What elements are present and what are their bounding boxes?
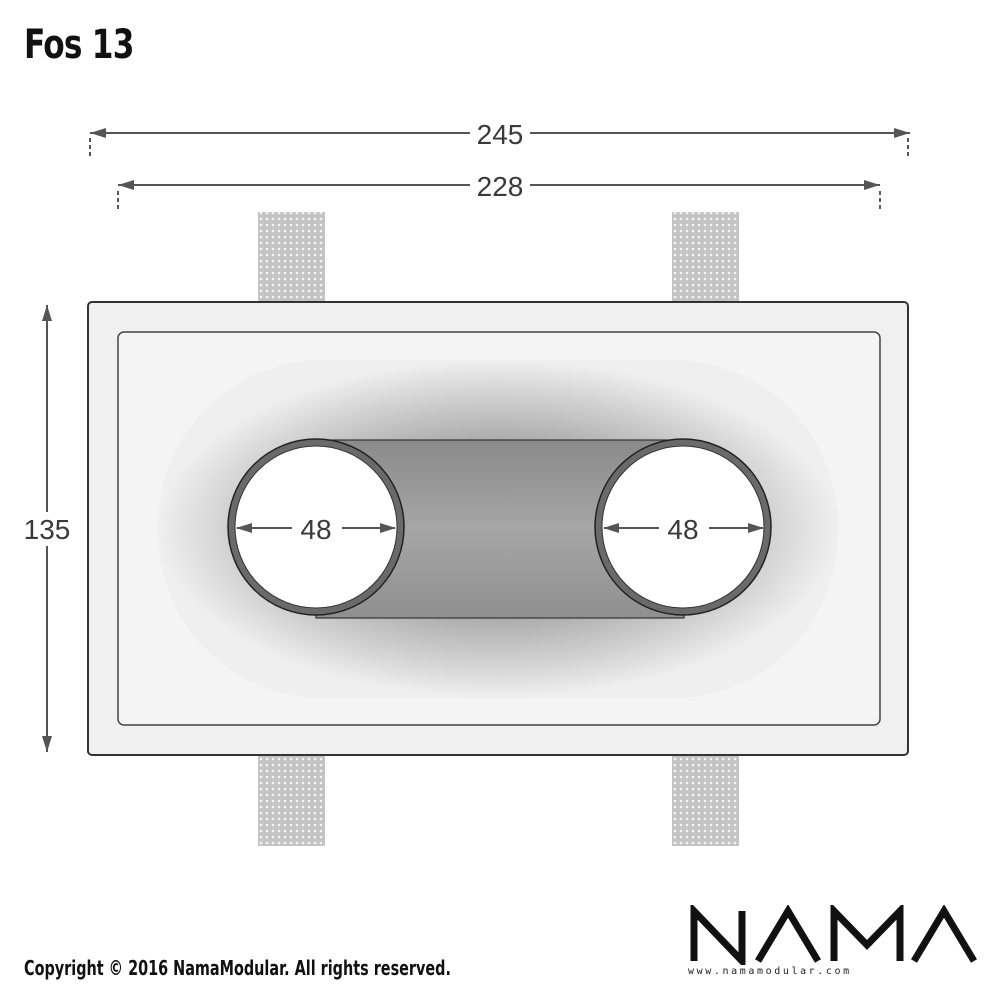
arrow-head-right <box>864 180 880 190</box>
dimension-label-height: 135 <box>24 514 71 545</box>
mounting-tab-top-left <box>258 212 325 304</box>
dimension-label-inner-width: 228 <box>477 171 524 202</box>
dimension-label-outer-width: 245 <box>477 119 524 150</box>
arrow-head-left <box>603 523 619 533</box>
hole-right <box>601 445 765 609</box>
arrow-head-down <box>42 736 52 752</box>
product-title: Fos 13 <box>24 22 134 68</box>
hole-left <box>234 445 398 609</box>
arrow-head-right <box>894 128 910 138</box>
dimension-label-hole-left: 48 <box>300 514 331 545</box>
arrow-head-left <box>90 128 106 138</box>
nama-logo <box>690 905 978 965</box>
dimension-label-hole-right: 48 <box>667 514 698 545</box>
arrow-head-up <box>42 305 52 321</box>
copyright-notice: Copyright © 2016 NamaModular. All rights… <box>24 956 451 980</box>
arrow-head-right <box>380 523 396 533</box>
mounting-tab-top-right <box>672 212 739 304</box>
mounting-tab-bottom-left <box>258 754 325 846</box>
arrow-head-right <box>748 523 764 533</box>
logo-url: www.namamodular.com <box>688 966 852 977</box>
arrow-head-left <box>118 180 134 190</box>
arrow-head-left <box>236 523 252 533</box>
mounting-tab-bottom-right <box>672 754 739 846</box>
